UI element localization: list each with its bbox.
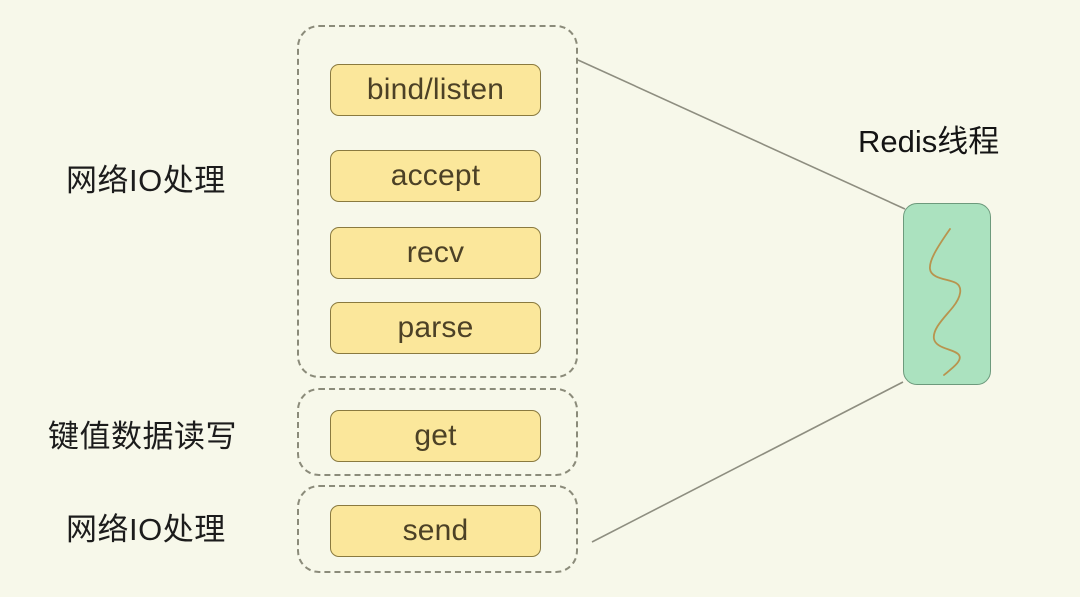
group-network-io [297,25,578,378]
op-chip-accept[interactable]: accept [330,150,541,202]
op-chip-recv[interactable]: recv [330,227,541,279]
thread-title: Redis线程 [858,124,1000,159]
group-send [297,485,578,573]
thread-box[interactable] [903,203,991,385]
stage-label-network-io-bottom: 网络IO处理 [66,512,226,547]
connector-top-line [577,59,906,210]
connector-bottom-line [591,381,904,543]
stage-label-kv-read-write: 键值数据读写 [48,419,237,454]
op-chip-send[interactable]: send [330,505,541,557]
op-chip-get[interactable]: get [330,410,541,462]
stage-label-network-io-top: 网络IO处理 [66,163,226,198]
group-kv-read-write [297,388,578,476]
op-chip-parse[interactable]: parse [330,302,541,354]
op-chip-bind-listen[interactable]: bind/listen [330,64,541,116]
